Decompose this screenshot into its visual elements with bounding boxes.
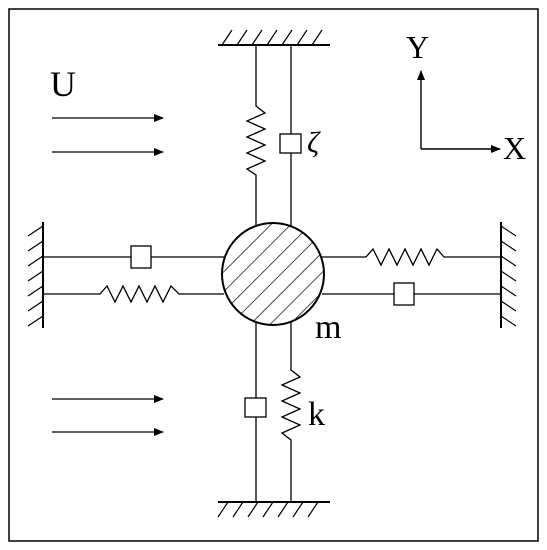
left-damper xyxy=(43,245,224,269)
left-spring xyxy=(43,284,224,304)
flow-velocity-label: U xyxy=(50,64,76,104)
left-wall xyxy=(27,222,44,328)
right-damper xyxy=(322,282,501,306)
top-damper xyxy=(279,45,302,228)
top-wall xyxy=(218,29,330,46)
stiffness-label: k xyxy=(308,396,325,433)
outer-frame xyxy=(8,8,539,542)
bottom-spring xyxy=(280,322,302,502)
right-wall xyxy=(500,222,517,328)
coordinate-axes xyxy=(417,70,501,153)
mass-label: m xyxy=(315,309,342,346)
mass-body xyxy=(221,222,325,326)
bottom-damper xyxy=(244,322,267,502)
right-spring xyxy=(322,247,501,267)
top-spring xyxy=(245,45,267,228)
flow-arrows xyxy=(52,114,164,436)
y-axis-label: Y xyxy=(406,29,430,65)
x-axis-label: X xyxy=(503,130,527,166)
damping-label: ζ xyxy=(307,126,320,159)
bottom-wall xyxy=(217,501,330,518)
